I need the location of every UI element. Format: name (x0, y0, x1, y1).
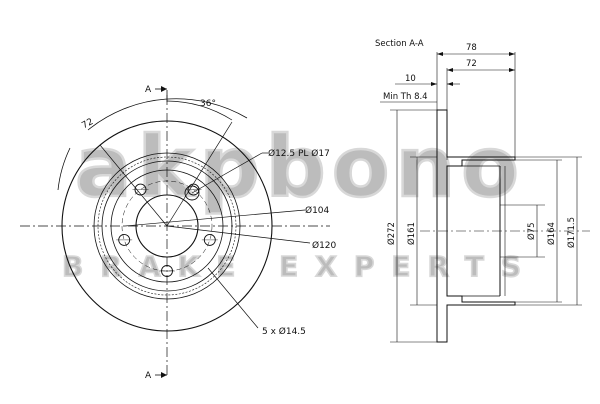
watermark-brand: akpbono (75, 118, 525, 216)
angle-arc-36 (166, 100, 233, 121)
front-view (20, 86, 330, 378)
dim-164-label: Ø164 (546, 222, 557, 245)
bolt-holes (116, 183, 218, 277)
section-marker-bottom: A (145, 371, 152, 381)
centre-label: Ø120 (312, 240, 337, 251)
stud-label: Ø12.5 PL Ø17 (268, 148, 330, 159)
dim-171-label: Ø171.5 (566, 217, 577, 248)
section-marker-top: A (145, 85, 152, 95)
leader-holes (207, 267, 259, 329)
watermark-logo: akpbono BRAKE EXPERTS (61, 117, 538, 284)
dim-min-th-label: Min Th 8.4 (383, 92, 428, 102)
disc-outer-edge (61, 120, 273, 332)
leader-centre (166, 225, 311, 244)
dim-72-label: 72 (466, 59, 477, 69)
angle-arc-72 (87, 98, 248, 131)
radial-line-left (99, 144, 168, 227)
friction-ring-serration (97, 156, 237, 296)
front-view-labels: A A 36° 72 Ø12.5 PL Ø17 Ø104 Ø120 5 x Ø1… (80, 85, 336, 381)
dim-78-label: 78 (466, 43, 477, 53)
dim-161-label: Ø161 (406, 222, 417, 245)
section-view (380, 52, 590, 343)
pcd-label: Ø104 (305, 205, 330, 216)
section-title: Section A-A (375, 39, 424, 49)
dim-10-label: 10 (405, 74, 416, 84)
radial-line-right (166, 121, 233, 227)
holes-label: 5 x Ø14.5 (262, 326, 306, 337)
dim-272-label: Ø272 (386, 222, 397, 245)
angle-label: 36° (200, 99, 216, 109)
pcd-circle (121, 180, 213, 272)
leader-pcd (124, 209, 306, 227)
watermark-tagline: BRAKE EXPERTS (62, 250, 538, 283)
friction-ring-inner (101, 160, 233, 292)
wear-arc-label: 72 (80, 117, 95, 131)
hat-outer (110, 169, 224, 283)
outer-arc-left (57, 147, 71, 191)
leader-stud (191, 152, 263, 194)
disc-section-outline (436, 109, 516, 343)
centre-bore (135, 194, 199, 258)
dim-75-label: Ø75 (526, 222, 537, 240)
section-view-labels: Section A-A 78 72 10 Min Th 8.4 Ø272 Ø16… (375, 39, 577, 248)
friction-ring-outer (93, 152, 241, 300)
